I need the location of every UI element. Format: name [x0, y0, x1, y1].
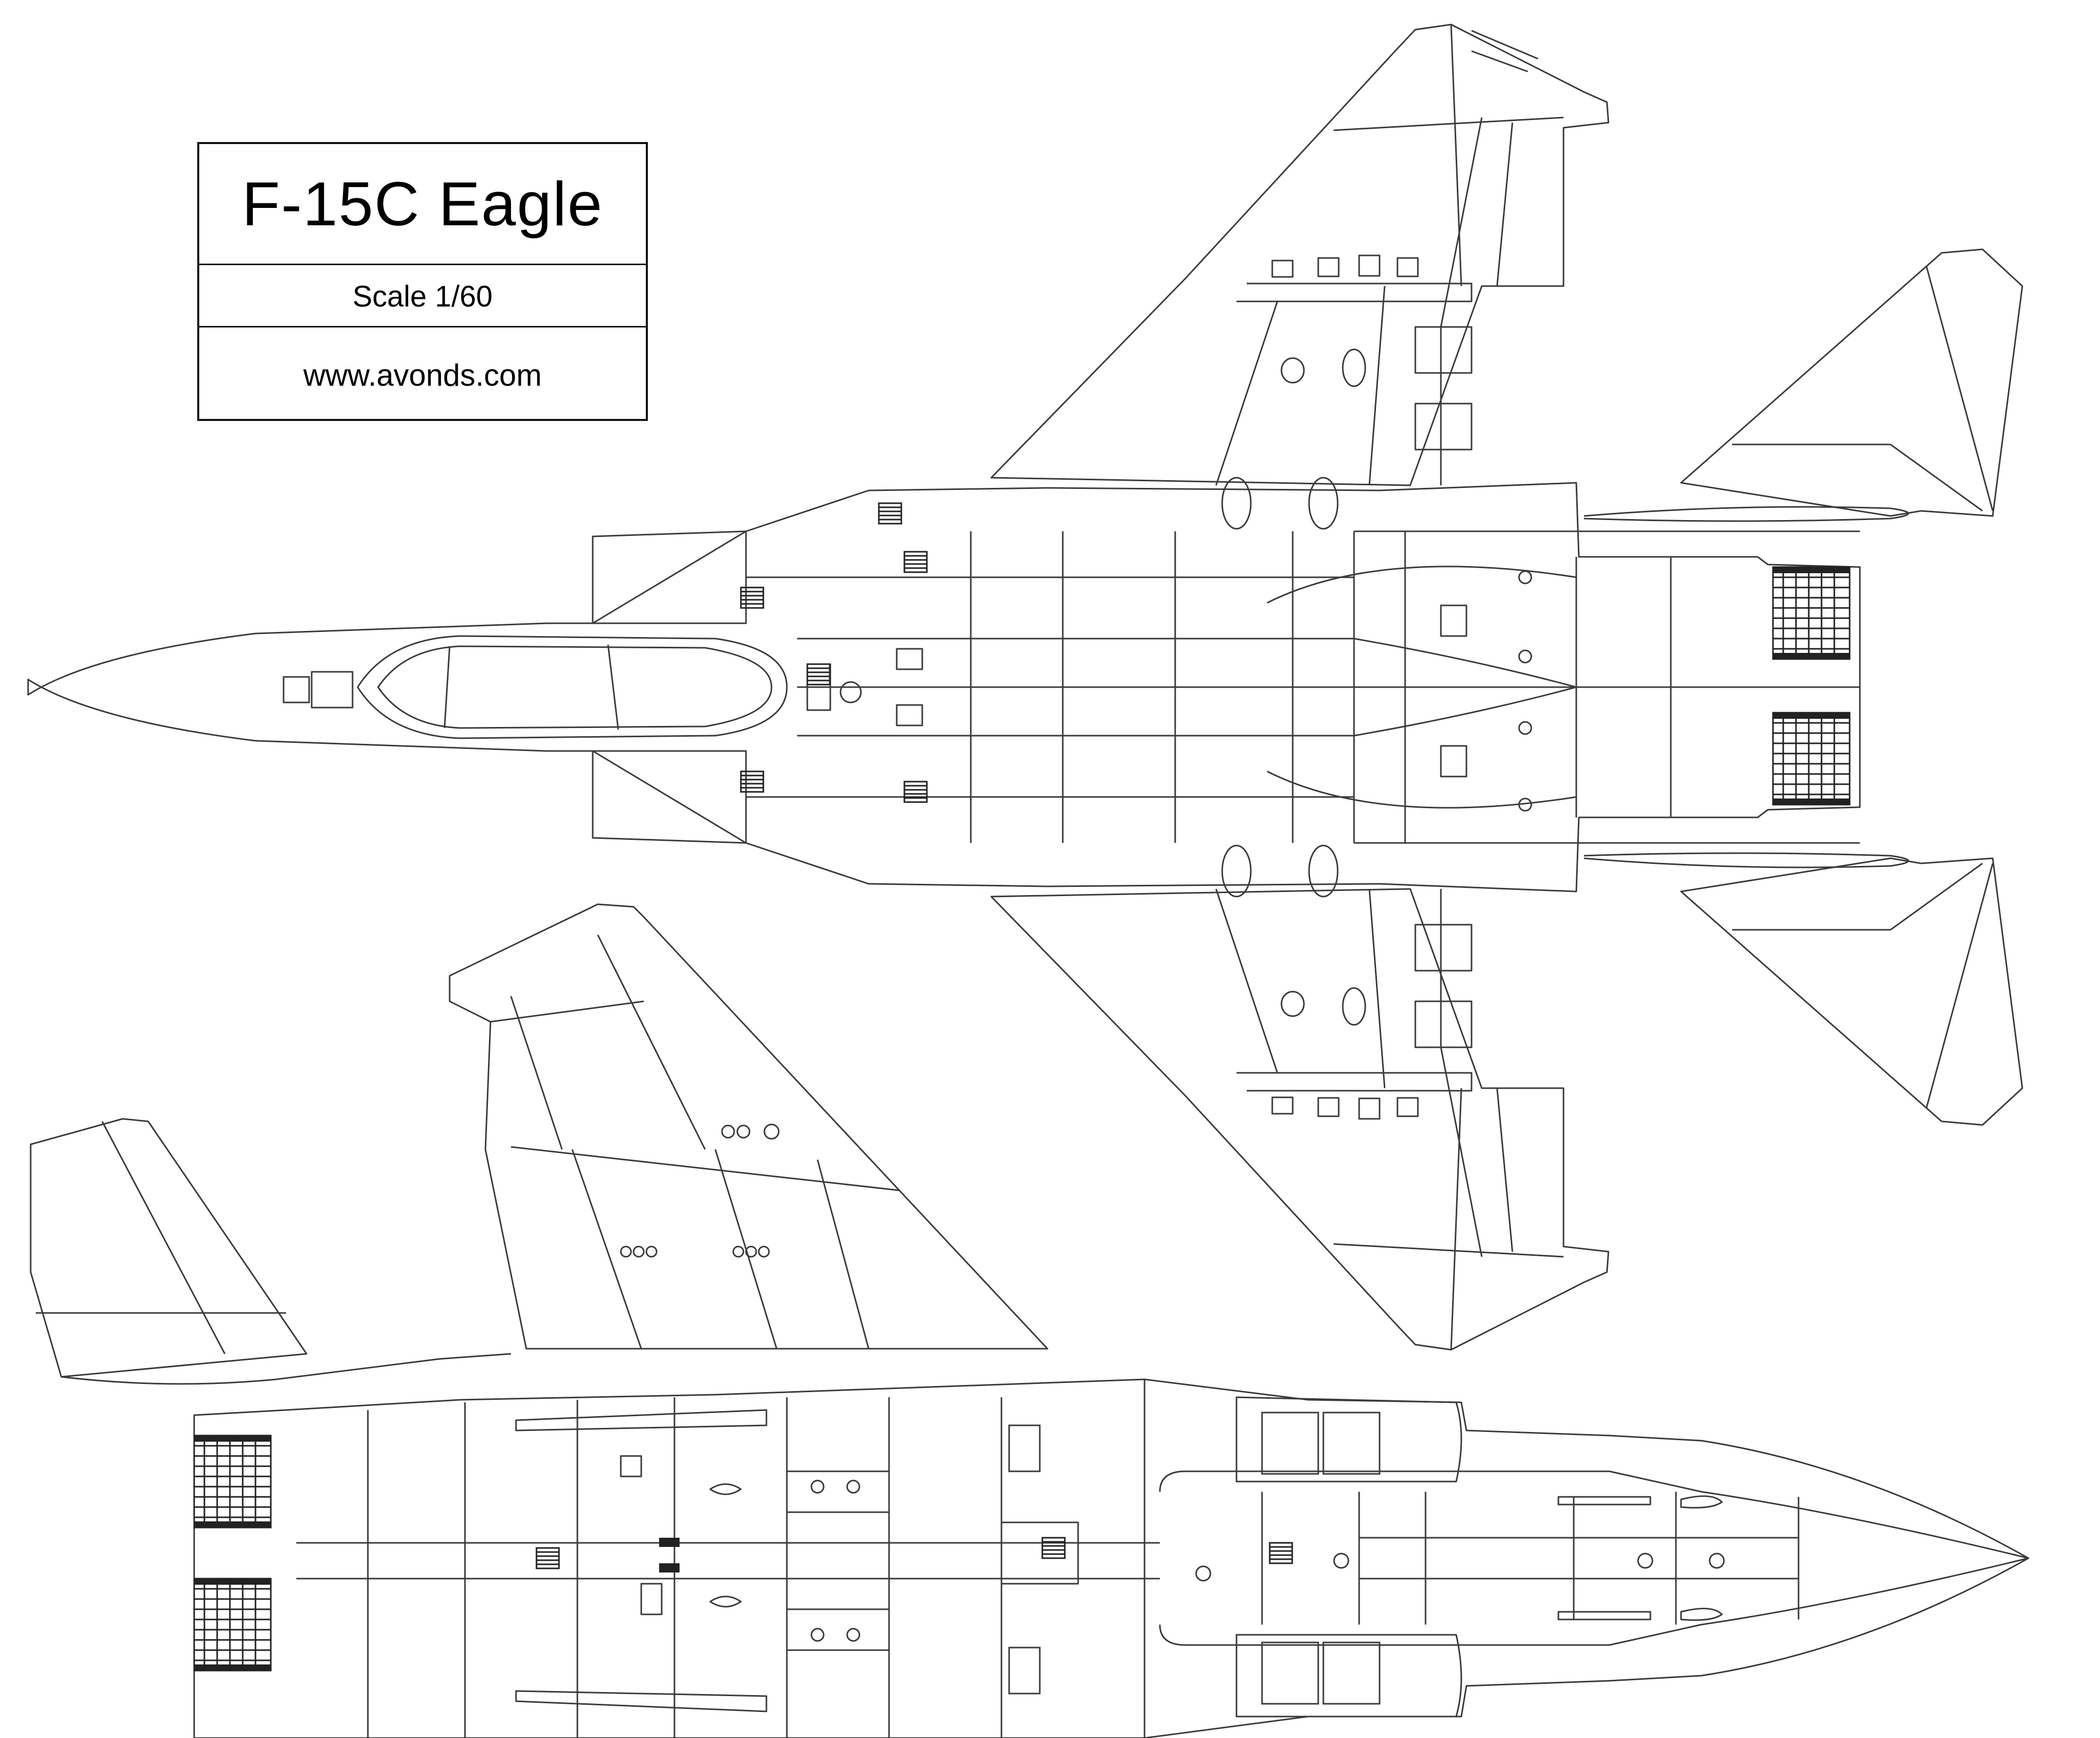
bottom-view-details	[193, 1412, 1381, 1705]
top-canopy	[357, 635, 788, 739]
bottom-left-wing	[449, 903, 1048, 1350]
top-left-wing	[990, 24, 1609, 486]
title-block: F-15C Eagle Scale 1/60 www.avonds.com	[197, 142, 648, 421]
bottom-fuselage	[193, 1378, 2029, 1738]
drawing-scale: Scale 1/60	[199, 264, 646, 327]
top-fuselage	[27, 482, 1861, 893]
bottom-tail-fin	[30, 1118, 308, 1378]
top-view-details	[740, 502, 1851, 806]
top-right-wing	[990, 888, 1609, 1351]
top-upper-stabilizer	[1680, 248, 2023, 517]
drawing-title: F-15C Eagle	[242, 169, 603, 239]
bottom-view	[30, 903, 2029, 1738]
top-lower-stabilizer	[1680, 857, 2023, 1126]
website-link[interactable]: www.avonds.com	[199, 326, 646, 422]
top-view	[27, 24, 2023, 1351]
